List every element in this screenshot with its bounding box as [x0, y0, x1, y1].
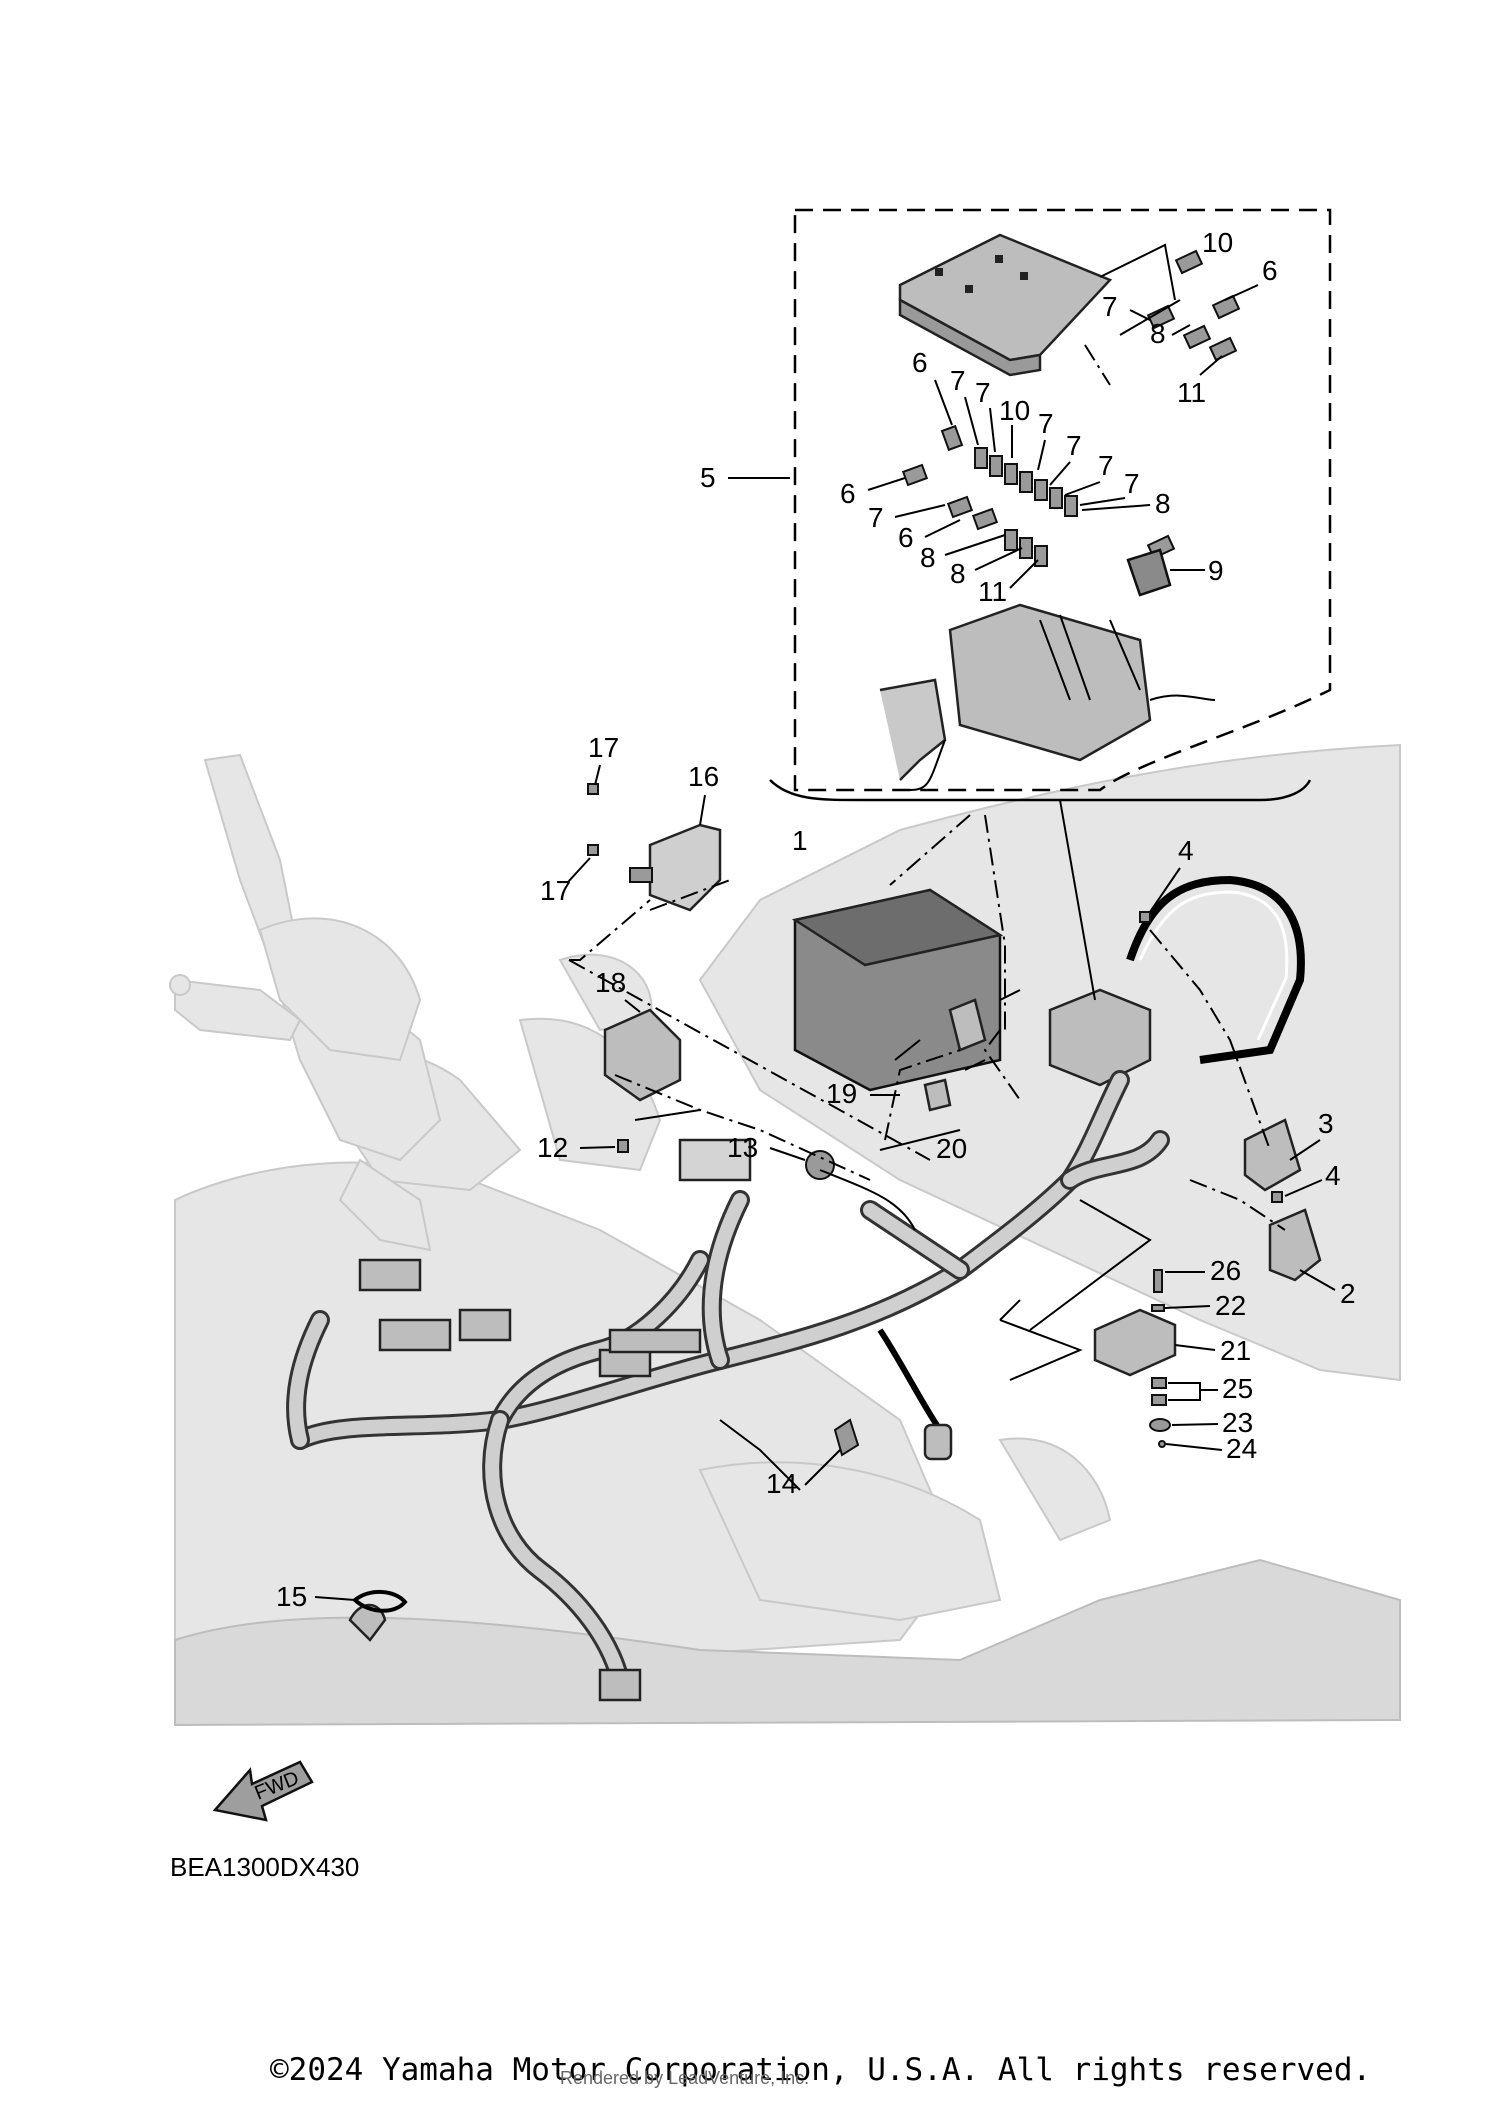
callout-7-c: 7 — [1038, 408, 1054, 439]
callout-11-row: 11 — [978, 576, 1007, 607]
relay-3 — [1243, 1118, 1302, 1192]
leader-lines — [568, 243, 1286, 1491]
diagram-code: BEA1300DX430 — [170, 1852, 359, 1882]
callout-14: 14 — [766, 1468, 797, 1499]
callout-7-a: 7 — [950, 365, 966, 396]
callout-8-b: 8 — [950, 558, 966, 589]
callout-5: 5 — [700, 462, 716, 493]
copyright-notice: ©2024 Yamaha Motor Corporation, U.S.A. A… — [270, 2052, 1372, 2088]
callout-9: 9 — [1208, 555, 1224, 586]
control-unit-21 — [1093, 1308, 1177, 1377]
callout-11-cover: 11 — [1177, 377, 1206, 408]
callout-16: 16 — [688, 761, 719, 792]
fuse-box-group-frame — [769, 208, 1332, 802]
callout-21: 21 — [1220, 1335, 1251, 1366]
cable-band-15 — [351, 1590, 408, 1613]
callout-25: 25 — [1222, 1373, 1253, 1404]
callout-7-f: 7 — [1124, 468, 1140, 499]
clamp-14 — [833, 1418, 860, 1457]
callout-19: 19 — [826, 1078, 857, 1109]
relay-20 — [923, 998, 987, 1112]
fwd-arrow: FWD — [212, 1760, 314, 1822]
frame-loop — [1126, 875, 1305, 1064]
callout-4-top: 4 — [1178, 835, 1194, 866]
junction-box — [1048, 988, 1152, 1087]
callout-2: 2 — [1340, 1278, 1356, 1309]
callout-3: 3 — [1318, 1108, 1334, 1139]
fuse-box-base — [879, 603, 1216, 791]
callout-labels: 1 2 3 4 4 5 6 6 6 6 7 7 7 7 7 7 7 7 8 — [276, 227, 1356, 1612]
fuse-row — [901, 424, 1176, 567]
callout-17-bottom: 17 — [540, 875, 571, 906]
relay-18 — [603, 1008, 682, 1102]
callout-6-left: 6 — [840, 478, 856, 509]
callout-6-row: 6 — [912, 347, 928, 378]
callout-8-cover: 8 — [1150, 318, 1166, 349]
callout-6-mid: 6 — [898, 522, 914, 553]
callout-6-cover: 6 — [1262, 255, 1278, 286]
callout-7-left: 7 — [868, 502, 884, 533]
callout-26: 26 — [1210, 1255, 1241, 1286]
watermark-text: Rendered by LeadVenture, Inc. — [560, 2068, 810, 2088]
callout-20: 20 — [936, 1133, 967, 1164]
callout-22: 22 — [1215, 1290, 1246, 1321]
callout-18: 18 — [595, 967, 626, 998]
callout-24: 24 — [1226, 1433, 1257, 1464]
callout-4-bottom: 4 — [1325, 1160, 1341, 1191]
relay-9 — [1126, 548, 1172, 597]
callout-17-top: 17 — [588, 732, 619, 763]
callout-12: 12 — [537, 1132, 568, 1163]
bolts — [587, 783, 1283, 1203]
callout-7-cover: 7 — [1102, 291, 1118, 322]
hardware-stack — [1149, 1269, 1171, 1448]
callout-15: 15 — [276, 1581, 307, 1612]
callout-10-cover: 10 — [1202, 227, 1233, 258]
callout-7-b: 7 — [975, 377, 991, 408]
wire-harness — [286, 1070, 1170, 1702]
bracket-16 — [629, 823, 722, 912]
fuse-box-cover — [898, 233, 1113, 377]
callout-13: 13 — [727, 1132, 758, 1163]
callout-8-a: 8 — [920, 542, 936, 573]
callout-7-d: 7 — [1066, 430, 1082, 461]
spare-fuses — [1146, 249, 1241, 362]
callout-23: 23 — [1222, 1407, 1253, 1438]
callout-7-e: 7 — [1098, 450, 1114, 481]
callout-8-right: 8 — [1155, 488, 1171, 519]
battery — [791, 888, 1004, 1092]
callout-10-row: 10 — [999, 395, 1030, 426]
callout-1: 1 — [792, 825, 808, 856]
